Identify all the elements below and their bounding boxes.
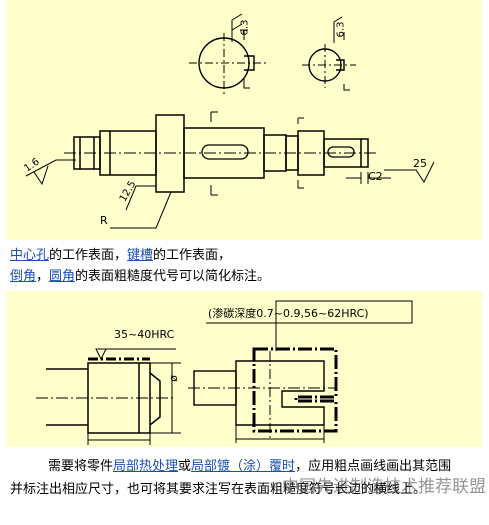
link-chamfer[interactable]: 倒角 (10, 269, 37, 284)
caption-text: 的工作表面， (49, 248, 128, 263)
link-local-plating[interactable]: 局部镀（涂）覆时 (191, 459, 296, 474)
bottom-figure-panel (6, 291, 482, 447)
link-local-heat-treatment[interactable]: 局部热处理 (113, 459, 179, 474)
caption-text: ， (36, 269, 50, 284)
paragraph-line1: 需要将零件局部热处理或局部镀（涂）覆时，应用粗点画线画出其范围 (48, 455, 451, 474)
caption-text: 的工作表面， (153, 248, 232, 263)
roughness-label-left-section: 6.3 (239, 19, 251, 36)
link-keyway[interactable]: 键槽 (127, 248, 154, 263)
paragraph-text: 并标注出相应尺寸，也可将其要求注写在表面粗糙度符号长边的横线上。 (10, 482, 427, 497)
roughness-label-right-section: 6.3 (335, 21, 347, 38)
hardness-label: 35~40HRC (114, 328, 175, 341)
link-center-hole[interactable]: 中心孔 (10, 248, 50, 263)
paragraph-text: 或 (178, 459, 192, 474)
radius-label: R (100, 214, 108, 227)
paragraph-line2: 并标注出相应尺寸，也可将其要求注写在表面粗糙度符号长边的横线上。 (10, 478, 426, 497)
paragraph-text: 需要将零件 (48, 459, 114, 474)
diameter-symbol: ø (166, 375, 180, 382)
carburize-label: (渗碳深度0.7~0.9,56~62HRC) (208, 307, 369, 320)
paragraph-text: ，应用粗点画线画出其范围 (295, 459, 452, 474)
link-fillet[interactable]: 圆角 (49, 269, 76, 284)
caption-top-line1: 中心孔的工作表面，键槽的工作表面， (10, 244, 231, 263)
watermark: 中国先进制造技术推荐联盟 (282, 477, 486, 497)
chamfer-label: C2 (368, 170, 383, 183)
caption-text: 的表面粗糙度代号可以简化标注。 (75, 269, 271, 284)
roughness-label-end: 25 (413, 157, 427, 170)
shaft-drawing (25, 13, 435, 229)
top-figure-panel (6, 0, 482, 240)
heat-treatment-drawing (36, 300, 413, 445)
caption-top-line2: 倒角，圆角的表面粗糙度代号可以简化标注。 (10, 265, 270, 284)
